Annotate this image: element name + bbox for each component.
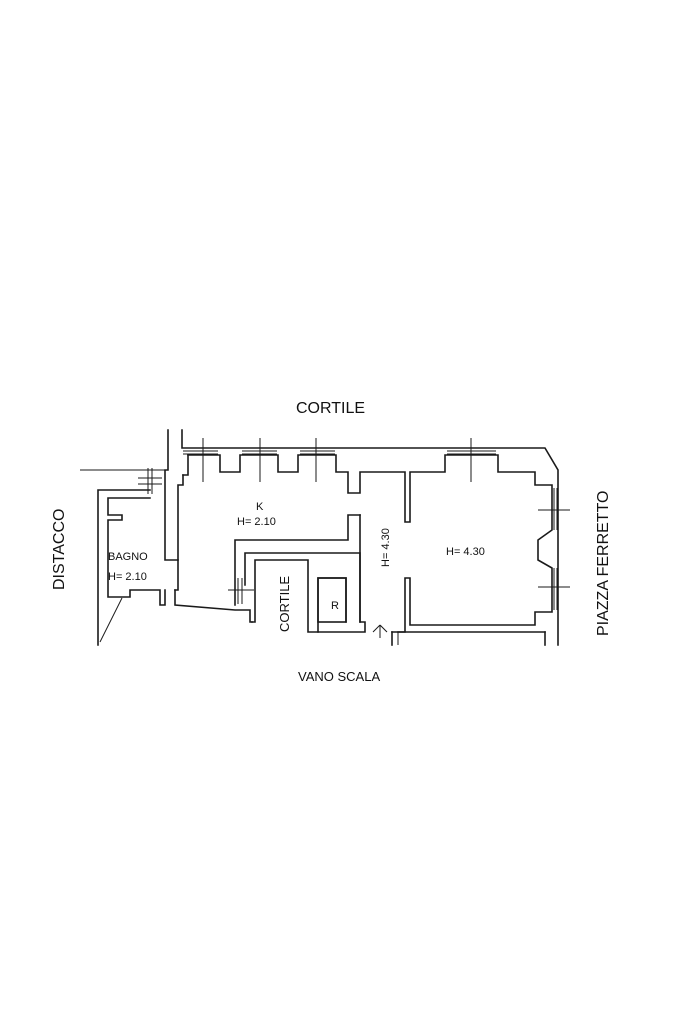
cortile-walls: [251, 559, 319, 633]
label-piazza: PIAZZA FERRETTO: [595, 491, 612, 637]
right-windows: [538, 488, 570, 610]
top-wall-outer: [181, 429, 559, 646]
label-bagno-name: BAGNO: [108, 551, 148, 563]
window-1: [183, 438, 218, 482]
top-windows: [183, 438, 496, 482]
label-corridor-height: H= 4.30: [380, 528, 392, 567]
label-kitchen-name: K: [256, 501, 264, 513]
label-bagno-height: H= 2.10: [108, 571, 147, 583]
window-right-1: [538, 488, 570, 530]
kitchen-inner-corridor: [234, 514, 361, 606]
corridor-inner-wall: [244, 552, 366, 633]
label-cortile-inner: CORTILE: [277, 576, 292, 632]
bagno-inner-wall: [107, 497, 166, 606]
label-vano-scala: VANO SCALA: [298, 669, 380, 684]
label-distacco: DISTACCO: [51, 509, 68, 590]
kitchen-left-wall: [177, 474, 184, 561]
entrance-arrow-icon: [372, 624, 388, 638]
small-windows: [138, 468, 254, 604]
bagno-window: [138, 468, 162, 494]
kitchen-bottom-window: [228, 578, 254, 604]
left-top-wall: [164, 429, 179, 591]
bagno-outer-wall: [97, 489, 151, 646]
walls: [80, 429, 559, 646]
label-cortile-top: CORTILE: [296, 400, 365, 417]
bagno-diagonal: [99, 597, 123, 643]
label-r-box: R: [331, 600, 339, 612]
label-main-room-height: H= 4.30: [446, 546, 485, 558]
window-2: [242, 438, 277, 482]
window-4: [447, 438, 496, 482]
window-3: [300, 438, 335, 482]
r-box: [317, 577, 347, 623]
window-right-2: [538, 568, 570, 610]
label-kitchen-height: H= 2.10: [237, 516, 276, 528]
kitchen-bottom-wall: [174, 589, 253, 623]
top-niches: [187, 454, 553, 633]
top-wall-inner: [182, 454, 189, 476]
